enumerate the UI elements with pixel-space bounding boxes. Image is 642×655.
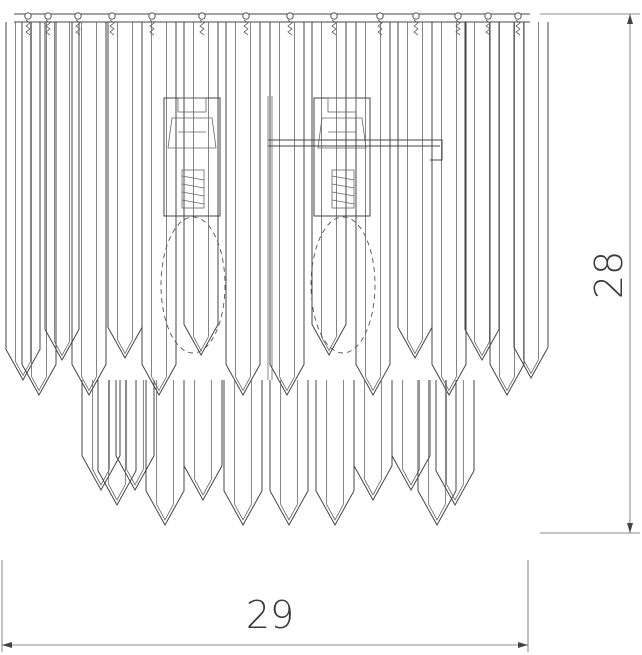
hook xyxy=(286,12,294,36)
upper-crystal xyxy=(21,22,57,397)
lower-crystal xyxy=(435,380,475,507)
height-dimension-label: 28 xyxy=(587,251,631,299)
lower-crystal xyxy=(391,380,431,492)
hook xyxy=(376,12,384,36)
upper-crystal xyxy=(183,22,219,357)
upper-crystal xyxy=(355,22,391,397)
lower-crystal xyxy=(81,380,121,492)
upper-crystal xyxy=(431,22,467,397)
upper-crystal xyxy=(44,22,80,362)
hook xyxy=(44,12,52,36)
lower-crystal xyxy=(115,380,155,492)
upper-crystal xyxy=(489,22,525,397)
lower-crystal xyxy=(269,380,309,527)
hook xyxy=(242,12,250,36)
hook xyxy=(74,12,82,36)
lower-crystal xyxy=(183,380,223,502)
hook xyxy=(24,12,32,36)
crystal-hooks xyxy=(24,12,522,36)
lower-crystal xyxy=(97,380,137,507)
width-dimension xyxy=(1,560,529,652)
upper-crystal xyxy=(269,22,305,397)
hook xyxy=(108,12,116,36)
upper-crystal xyxy=(513,22,549,380)
lower-crystal xyxy=(145,380,185,527)
canopy xyxy=(14,13,530,23)
upper-crystal-row xyxy=(5,22,549,397)
hook xyxy=(412,12,420,36)
upper-crystal xyxy=(311,22,347,357)
lower-crystal xyxy=(353,380,393,502)
hook xyxy=(148,12,156,36)
lower-crystal xyxy=(223,380,263,527)
upper-crystal xyxy=(464,22,500,362)
upper-crystal xyxy=(71,22,107,397)
bulb-holder-left xyxy=(160,97,226,354)
upper-crystal xyxy=(5,22,41,382)
lower-crystal xyxy=(315,380,355,527)
hook xyxy=(198,12,206,36)
upper-crystal xyxy=(107,22,143,360)
hook xyxy=(484,12,492,36)
lower-crystal xyxy=(417,380,457,527)
bulb-holder-right xyxy=(310,97,376,354)
hook xyxy=(454,12,462,36)
upper-crystal xyxy=(141,22,177,397)
upper-crystal xyxy=(397,22,433,360)
hook xyxy=(330,12,338,36)
upper-crystal xyxy=(225,22,261,397)
mounting-arm xyxy=(267,96,443,380)
lower-crystal-row xyxy=(81,380,475,527)
height-dimension xyxy=(540,13,640,534)
hook xyxy=(514,12,522,36)
width-dimension-label: 29 xyxy=(246,593,294,637)
